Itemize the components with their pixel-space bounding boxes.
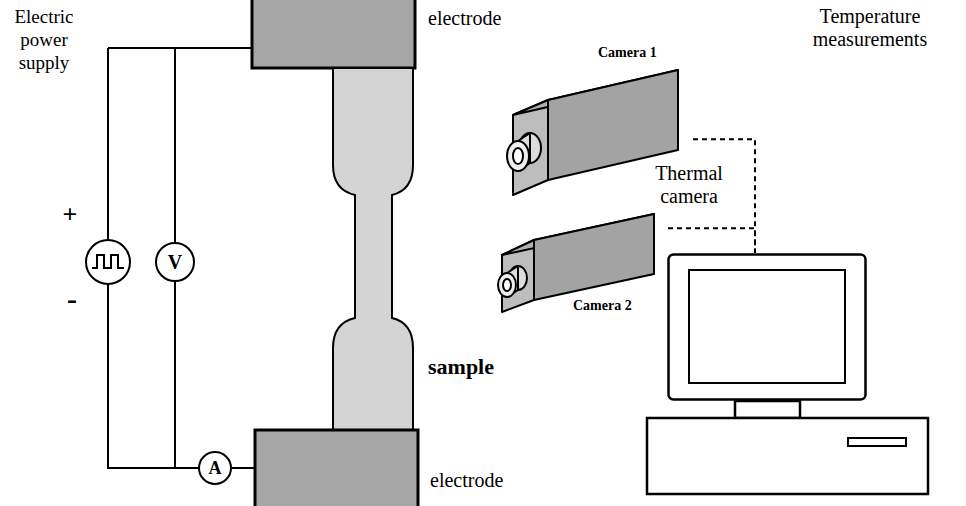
wire	[108, 284, 175, 468]
wire	[108, 47, 252, 49]
bottom-electrode	[255, 430, 418, 506]
sample-label: sample	[428, 354, 518, 380]
thermal-camera: Camera 2	[488, 200, 668, 318]
monitor-stand	[735, 401, 800, 418]
computer-case	[647, 418, 928, 494]
electrode-label-holder: electrode	[428, 6, 538, 30]
top-electrode	[252, 0, 415, 68]
power-supply-label: Electric power supply	[5, 6, 83, 74]
power-supply-circle	[86, 240, 130, 284]
thermal-camera-label-holder: Thermal camera	[638, 162, 740, 208]
sample-label-holder: sample	[428, 354, 518, 380]
thermal-camera-text: Camera 2	[573, 299, 632, 313]
thermal-camera-label: Thermal camera	[638, 162, 740, 208]
power-supply-label-holder: Electric power supply	[5, 6, 83, 74]
polarity-sign-holder: +	[58, 202, 82, 228]
lens-front	[498, 273, 516, 297]
lens-glass	[503, 279, 511, 291]
polarity-sign: +	[58, 202, 82, 228]
wire	[107, 48, 109, 240]
electrode-label-holder: electrode	[430, 468, 540, 492]
ammeter-symbol: A	[198, 451, 232, 485]
computer-monitor-text: Temperature measurements	[782, 5, 958, 51]
lens-glass	[513, 148, 523, 164]
computer-base	[647, 401, 928, 494]
data-link	[668, 228, 755, 253]
camera-body	[498, 214, 654, 312]
computer-monitor-outline	[667, 253, 867, 401]
wire	[174, 48, 176, 242]
computer-monitor: Temperature measurements	[667, 253, 867, 401]
square-wave	[92, 255, 124, 268]
lens-front	[507, 141, 529, 171]
meter-circle	[156, 243, 194, 281]
thermal-camera-text: Camera 1	[598, 46, 657, 60]
monitor-frame	[669, 255, 866, 400]
circuit-wire	[175, 282, 198, 468]
electrode-label: electrode	[428, 6, 538, 30]
polarity-sign-holder: -	[60, 284, 84, 314]
voltmeter-symbol-text: V	[168, 252, 182, 272]
camera-side	[534, 214, 654, 300]
monitor-screen	[689, 270, 845, 383]
camera-body	[507, 70, 678, 195]
power-supply-symbol	[86, 240, 130, 284]
meter-circle	[199, 452, 231, 484]
drive-slot	[848, 438, 906, 446]
polarity-sign: -	[60, 284, 84, 314]
wire	[232, 467, 255, 469]
electrode-label: electrode	[430, 468, 540, 492]
ammeter-symbol-text: A	[209, 459, 222, 477]
voltmeter-symbol: V	[155, 242, 195, 282]
dogbone-sample	[333, 68, 413, 430]
